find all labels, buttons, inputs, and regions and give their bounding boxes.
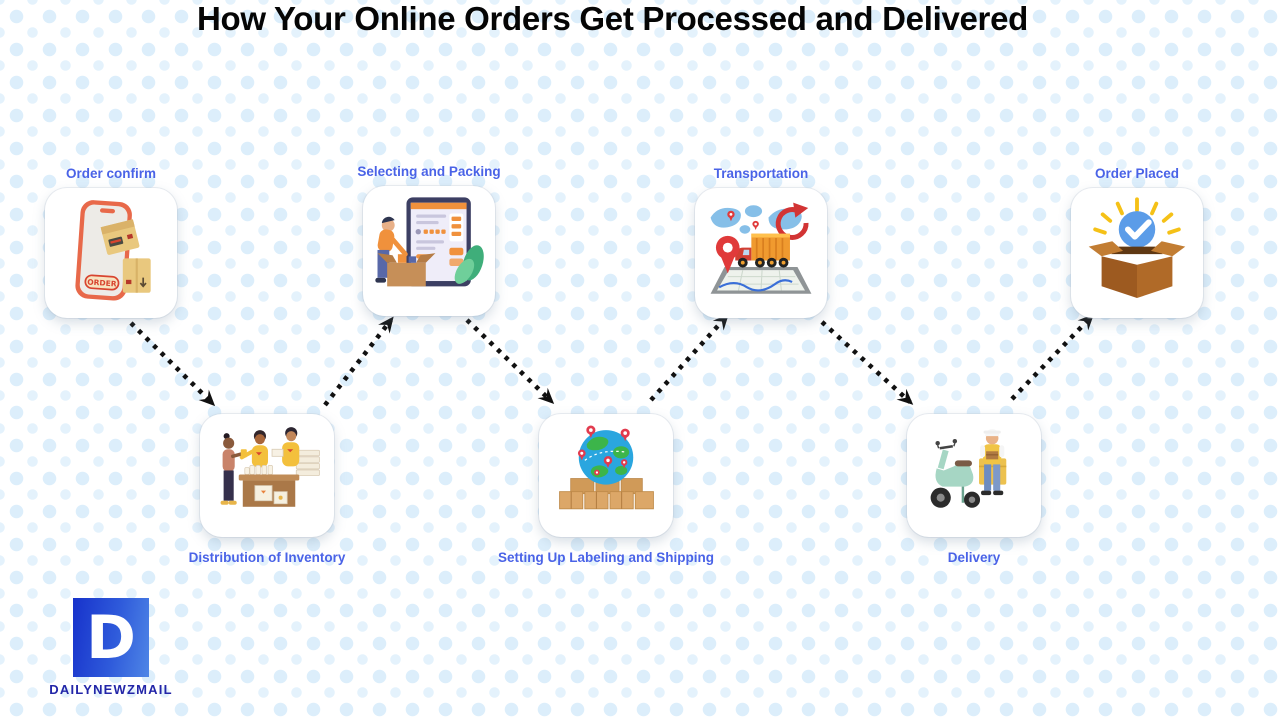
arrow-delivery-to-order-placed	[1010, 313, 1095, 401]
step-label-delivery: Delivery	[947, 550, 1001, 565]
warehouse-people-icon	[220, 427, 320, 507]
step-label-selecting: Selecting and Packing	[357, 164, 501, 179]
box-check-icon	[1088, 197, 1186, 299]
arrow-labeling-to-transportation	[649, 313, 729, 402]
brand-logo-letter: D	[86, 602, 136, 673]
scooter-courier-icon	[930, 429, 1007, 508]
arrow-selecting-to-labeling	[465, 318, 555, 405]
brand-logo: D DAILYNEWZMAIL	[30, 598, 192, 697]
brand-logo-mark: D	[73, 598, 149, 677]
packing-checklist-icon	[375, 197, 484, 287]
arrow-order-confirm-to-distribution	[129, 321, 216, 407]
step-card-distribution	[200, 414, 334, 537]
step-label-distribution: Distribution of Inventory	[188, 550, 346, 565]
step-card-order-placed	[1071, 188, 1203, 318]
step-label-order-confirm: Order confirm	[65, 166, 157, 181]
step-selecting-and-packing: Selecting and Packing	[357, 164, 501, 316]
phone-order-icon: ORDER	[75, 200, 151, 301]
truck-map-icon	[710, 202, 812, 294]
step-card-selecting	[363, 186, 495, 316]
step-distribution-of-inventory: Distribution of Inventory	[189, 414, 345, 565]
step-delivery: Delivery	[907, 414, 1041, 565]
step-label-transportation: Transportation	[713, 166, 809, 181]
step-setting-up-labeling-and-shipping: Setting Up Labeling and Shipping	[498, 414, 714, 565]
step-card-labeling	[539, 414, 673, 537]
arrow-distribution-to-selecting	[323, 316, 394, 407]
step-transportation: Transportation	[695, 166, 827, 318]
step-card-delivery	[907, 414, 1041, 537]
globe-boxes-icon	[559, 425, 654, 510]
step-label-labeling: Setting Up Labeling and Shipping	[498, 550, 714, 565]
step-label-order-placed: Order Placed	[1094, 166, 1180, 181]
page-title: How Your Online Orders Get Processed and…	[196, 0, 1029, 37]
svg-text:ORDER: ORDER	[87, 277, 117, 288]
step-card-transportation	[695, 188, 827, 318]
arrow-transportation-to-delivery	[820, 320, 914, 405]
step-order-confirm: Order confirm ORDER	[45, 166, 177, 318]
step-order-placed: Order Placed	[1071, 166, 1203, 318]
brand-name: DAILYNEWZMAIL	[49, 682, 173, 697]
step-card-order-confirm: ORDER	[45, 188, 177, 318]
